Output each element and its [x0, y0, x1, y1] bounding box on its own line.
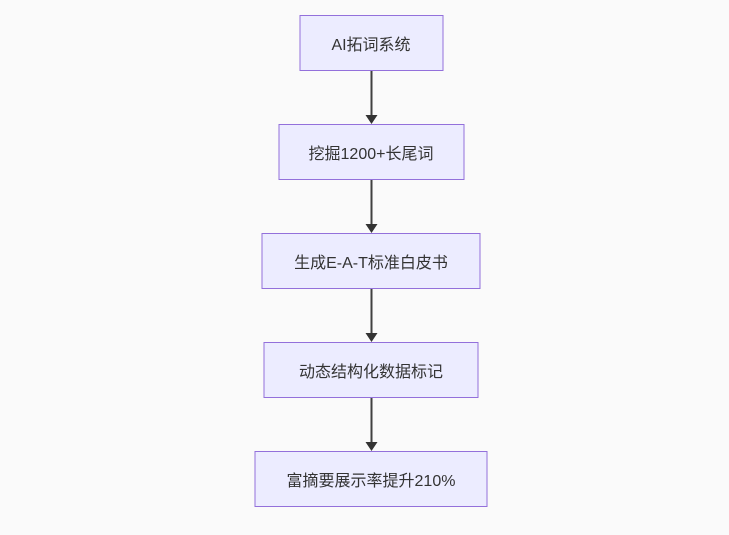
flow-node-structured-data-markup: 动态结构化数据标记 — [263, 342, 479, 398]
arrow-down-icon — [365, 180, 377, 233]
arrowhead-icon — [365, 333, 377, 342]
flow-node-label: 生成E-A-T标准白皮书 — [294, 255, 448, 272]
flow-node-ai-keyword-system: AI拓词系统 — [299, 15, 443, 71]
arrow-shaft — [370, 71, 372, 115]
flow-node-label: AI拓词系统 — [331, 37, 411, 54]
arrowhead-icon — [365, 224, 377, 233]
flow-node-longtail-mining: 挖掘1200+长尾词 — [278, 124, 464, 180]
arrow-down-icon — [365, 71, 377, 124]
arrow-down-icon — [365, 289, 377, 342]
flow-node-label: 挖掘1200+长尾词 — [308, 146, 434, 163]
flow-node-rich-snippet-rate: 富摘要展示率提升210% — [254, 451, 488, 507]
arrow-shaft — [370, 398, 372, 442]
arrow-down-icon — [365, 398, 377, 451]
flow-node-label: 富摘要展示率提升210% — [286, 473, 456, 490]
arrow-shaft — [370, 180, 372, 224]
flow-node-label: 动态结构化数据标记 — [298, 364, 443, 381]
flow-node-eat-whitepaper: 生成E-A-T标准白皮书 — [261, 233, 481, 289]
flowchart-column: AI拓词系统 挖掘1200+长尾词 生成E-A-T标准白皮书 动态结构化数据标记 — [254, 15, 488, 507]
arrowhead-icon — [365, 115, 377, 124]
arrowhead-icon — [365, 442, 377, 451]
arrow-shaft — [370, 289, 372, 333]
